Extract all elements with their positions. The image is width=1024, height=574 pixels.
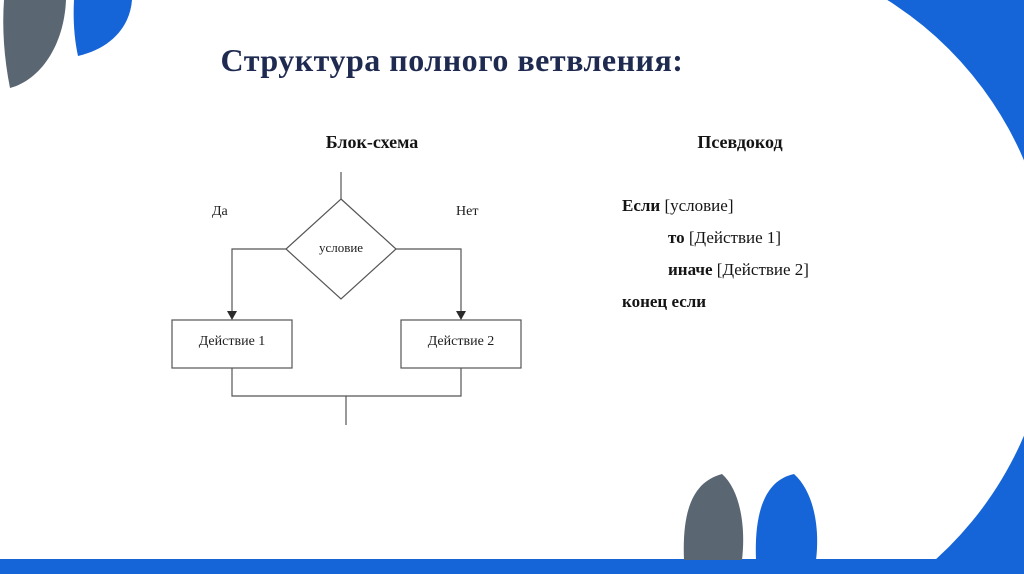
action1-label: Действие 1 xyxy=(198,334,266,349)
top-left-blue-leaf-icon xyxy=(73,0,132,56)
white-curve-cutout xyxy=(348,0,1024,574)
branch-yes-label: Да xyxy=(212,204,228,219)
flow-condition-diamond xyxy=(285,198,397,300)
pseudocode-block: Если [условие] то [Действие 1] иначе [Де… xyxy=(622,196,809,324)
flow-action1-box xyxy=(171,319,293,369)
flow-merge-line xyxy=(231,368,462,397)
flow-yes-branch-line xyxy=(231,248,286,313)
pseudocode-keyword: то xyxy=(668,228,685,247)
pseudocode-line: Если [условие] xyxy=(622,196,809,216)
pseudocode-keyword: конец если xyxy=(622,292,707,311)
pseudocode-heading: Псевдокод xyxy=(697,132,783,152)
top-left-slate-leaf-icon xyxy=(3,0,66,88)
pseudocode-keyword: Если xyxy=(622,196,661,215)
arrow-down-right-icon xyxy=(456,311,466,320)
branch-no-label: Нет xyxy=(456,204,479,219)
arrow-down-left-icon xyxy=(227,311,237,320)
slide-title: Структура полного ветвления: xyxy=(220,42,684,78)
condition-label: условие xyxy=(318,240,364,255)
pseudocode-line: то [Действие 1] xyxy=(668,228,809,248)
pseudocode-text: [условие] xyxy=(660,196,734,215)
pseudocode-line: конец если xyxy=(622,292,809,312)
pseudocode-text: [Действие 2] xyxy=(712,260,809,279)
action2-label: Действие 2 xyxy=(427,334,495,349)
bottom-right-blue-leaf-icon xyxy=(755,474,818,560)
bottom-right-slate-leaf-icon xyxy=(683,474,744,560)
pseudocode-text: [Действие 1] xyxy=(684,228,782,247)
flow-no-branch-line xyxy=(396,248,462,313)
bottom-accent-bar xyxy=(0,559,1024,574)
pseudocode-line: иначе [Действие 2] xyxy=(668,260,809,280)
pseudocode-keyword: иначе xyxy=(668,260,713,279)
flowchart-heading: Блок-схема xyxy=(325,132,419,152)
flow-action2-box xyxy=(400,319,522,369)
